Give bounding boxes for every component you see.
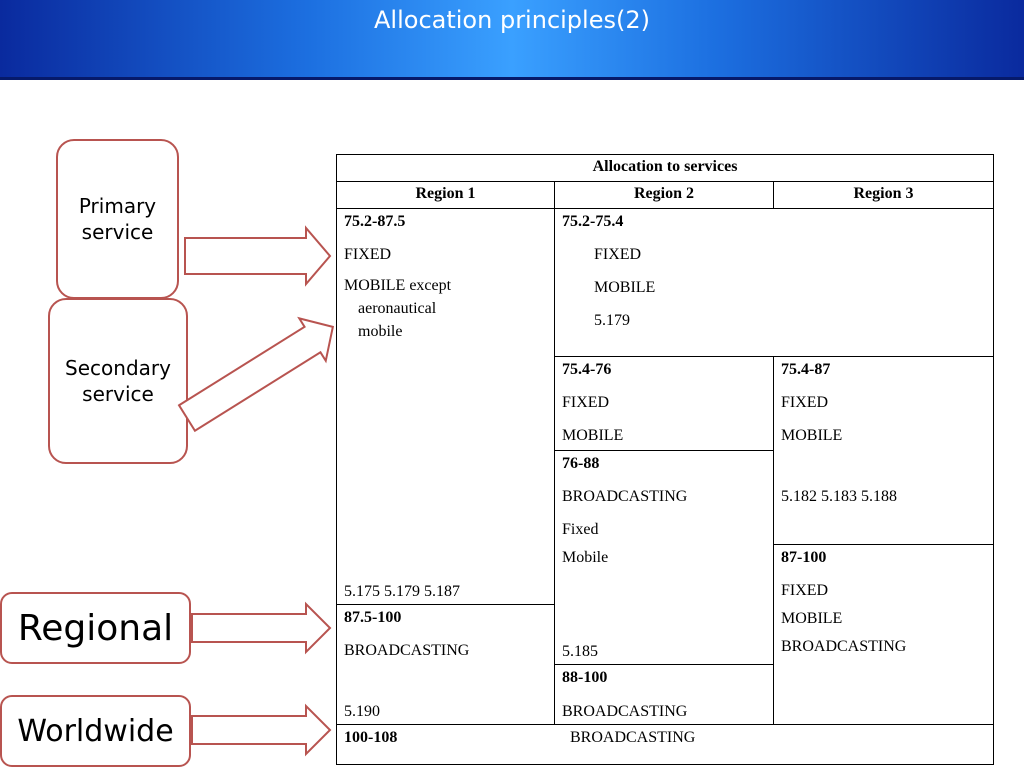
footnotes: 5.182 5.183 5.188 (781, 488, 897, 505)
table-header: Allocation to services (335, 154, 995, 182)
r1-band-75-87: 75.2-87.5 FIXED MOBILE except aeronautic… (336, 208, 555, 605)
title-banner: Allocation principles(2) (0, 0, 1024, 80)
band-label: 87.5-100 (344, 609, 402, 626)
footnotes: 5.185 (562, 643, 598, 660)
service: FIXED (594, 246, 642, 263)
service: BROADCASTING (562, 703, 688, 720)
r2-band-88-100: 88-100 BROADCASTING (554, 664, 774, 725)
region-3-header: Region 3 (772, 181, 995, 209)
footnotes: 5.190 (344, 703, 380, 720)
service: FIXED (781, 394, 829, 411)
footnotes: 5.179 (594, 312, 630, 329)
footnotes: 5.175 5.179 5.187 (344, 583, 460, 600)
allocation-table: Allocation to services Region 1 Region 2… (335, 154, 995, 765)
service: FIXED (344, 246, 392, 263)
slide-title: Allocation principles(2) (374, 6, 650, 34)
r3-band-75-4-87: 75.4-87 FIXED MOBILE 5.182 5.183 5.188 (772, 356, 995, 545)
regional-arrow (191, 601, 332, 655)
service: Fixed (562, 521, 599, 538)
region-2-header: Region 2 (554, 181, 774, 209)
region-1-header: Region 1 (336, 181, 555, 209)
r2-band-75-4-76: 75.4-76 FIXED MOBILE (554, 356, 774, 451)
service: MOBILE except (344, 277, 452, 294)
band-label: 88-100 (562, 669, 608, 686)
worldwide-label: Worldwide (17, 713, 174, 749)
service: mobile (358, 323, 403, 340)
service: FIXED (781, 582, 829, 599)
service: MOBILE (781, 427, 843, 444)
band-label: 100-108 (344, 729, 398, 746)
service: aeronautical (358, 300, 437, 317)
worldwide-band-100-108: 100-108 BROADCASTING (335, 724, 995, 765)
r3-band-87-100: 87-100 FIXED MOBILE BROADCASTING (772, 544, 995, 725)
r1-band-87-5-100: 87.5-100 BROADCASTING 5.190 (336, 604, 555, 725)
service: MOBILE (594, 279, 656, 296)
service: MOBILE (781, 610, 843, 627)
regional-label: Regional (17, 607, 174, 649)
service: Mobile (562, 549, 609, 566)
worldwide-arrow (191, 703, 332, 757)
r2-band-75-2-75-4: 75.2-75.4 FIXED MOBILE 5.179 (553, 208, 995, 357)
service: BROADCASTING (344, 642, 470, 659)
worldwide-callout: Worldwide (0, 695, 191, 767)
primary-arrow (184, 225, 332, 287)
regional-callout: Regional (0, 592, 191, 664)
secondary-service-callout: Secondary service (48, 298, 188, 464)
service: MOBILE (562, 427, 624, 444)
band-label: 75.2-75.4 (562, 213, 624, 230)
band-label: 75.4-87 (781, 361, 831, 378)
r2-band-76-88: 76-88 BROADCASTING Fixed Mobile 5.185 (554, 450, 774, 665)
band-label: 87-100 (781, 549, 827, 566)
service: BROADCASTING (562, 488, 688, 505)
primary-service-label: Primary service (78, 194, 157, 244)
service: BROADCASTING (781, 638, 907, 655)
secondary-service-label: Secondary service (65, 356, 171, 406)
band-label: 75.4-76 (562, 361, 612, 378)
service: FIXED (562, 394, 610, 411)
band-label: 75.2-87.5 (344, 213, 406, 230)
secondary-arrow (177, 316, 335, 433)
band-label: 76-88 (562, 455, 600, 472)
service: BROADCASTING (570, 729, 696, 746)
